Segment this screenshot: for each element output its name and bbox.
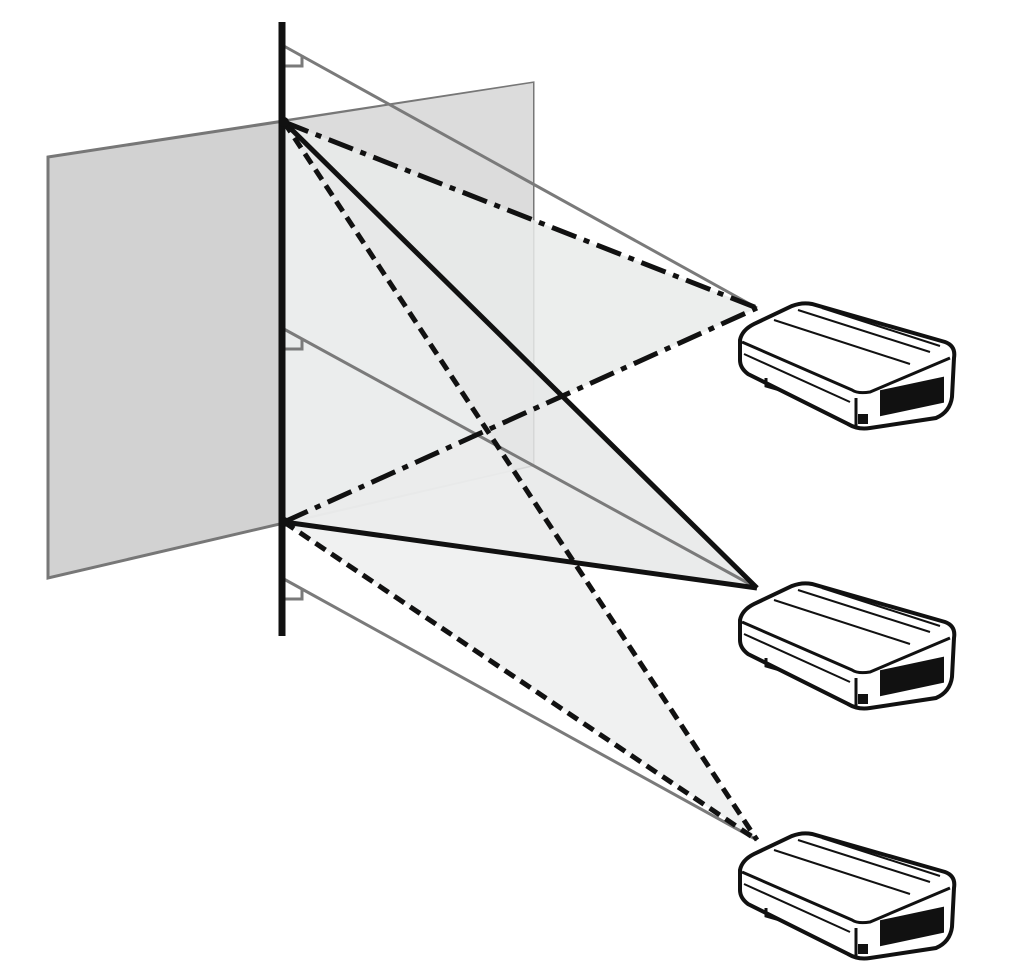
guide-line-middle [281, 326, 758, 590]
guide-line-bottom [281, 576, 758, 842]
right-angle-mark-top [284, 55, 304, 68]
right-angle-mark-middle [284, 338, 304, 351]
screen-top-corner-point [279, 117, 289, 127]
right-angle-mark-bottom [284, 588, 304, 601]
projector-middle-icon [738, 581, 957, 711]
guide-line-top [281, 43, 758, 310]
projector-top-icon [738, 301, 957, 431]
guide-lines [281, 43, 758, 842]
screen-bottom-corner-point [279, 517, 289, 527]
beam-middle-edge-lower [283, 519, 758, 591]
beam-bottom-edge-upper [281, 120, 760, 842]
beam-top-edge-upper [283, 119, 758, 311]
projector-bottom-icon [738, 831, 957, 961]
beam-middle-edge-upper [282, 120, 759, 590]
beam-top-edge-lower [282, 305, 759, 525]
